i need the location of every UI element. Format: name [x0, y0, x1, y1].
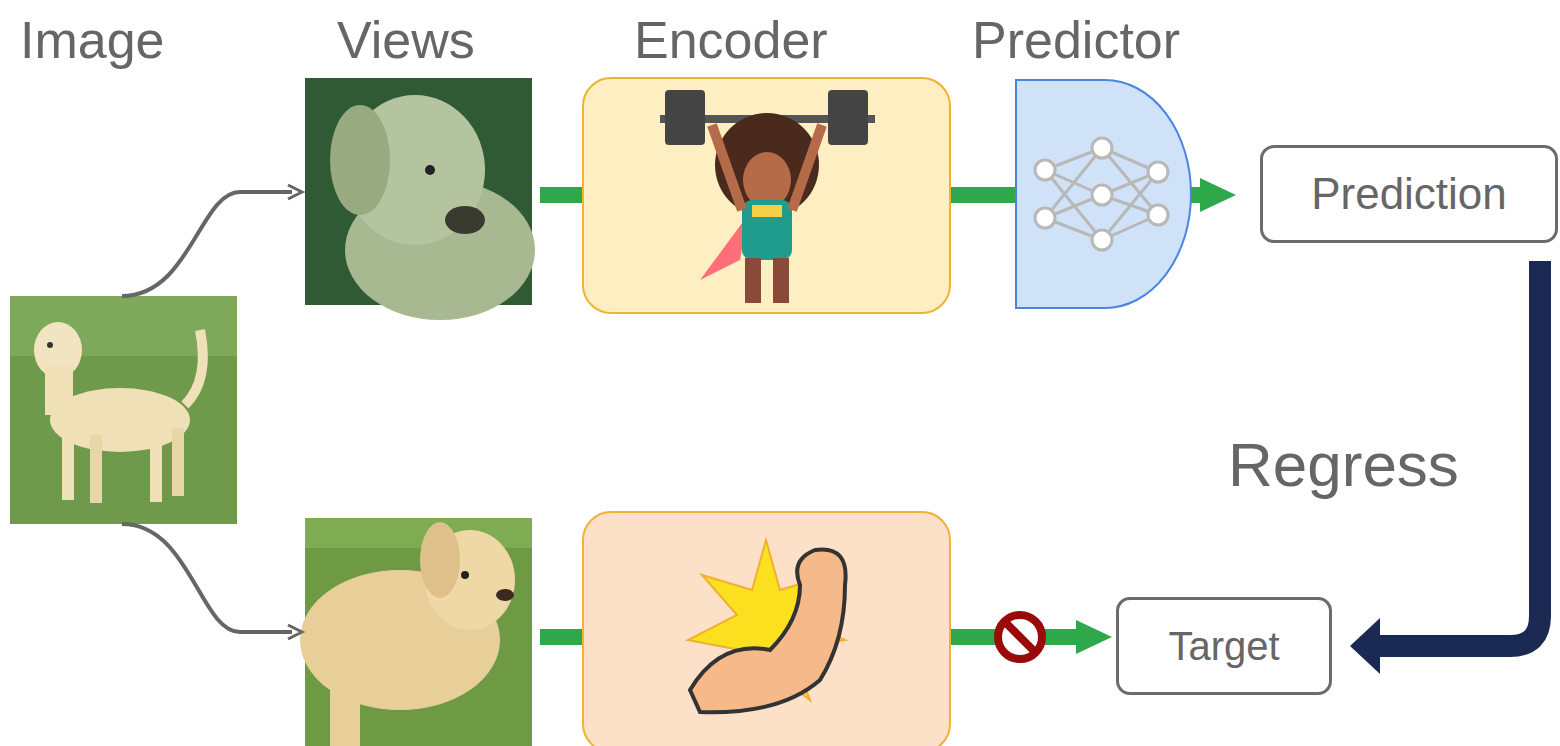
- box-text: Prediction: [1311, 172, 1507, 216]
- dog-view-1: [305, 78, 535, 320]
- column-heading: Predictor: [972, 14, 1180, 66]
- stop-gradient-symbol: [998, 615, 1042, 659]
- edge-label: Regress: [1228, 434, 1459, 496]
- target-encoder: [583, 512, 950, 746]
- online-encoder: [583, 78, 950, 313]
- box-text: Target: [1168, 626, 1279, 666]
- output-box: Target: [1116, 597, 1332, 695]
- predictor-network: [1016, 80, 1191, 308]
- column-heading: Views: [337, 14, 475, 66]
- column-heading: Image: [20, 14, 165, 66]
- column-heading: Encoder: [634, 14, 828, 66]
- dog-photo: [10, 296, 237, 524]
- output-box: Prediction: [1260, 145, 1558, 243]
- dog-view-2: [300, 518, 532, 746]
